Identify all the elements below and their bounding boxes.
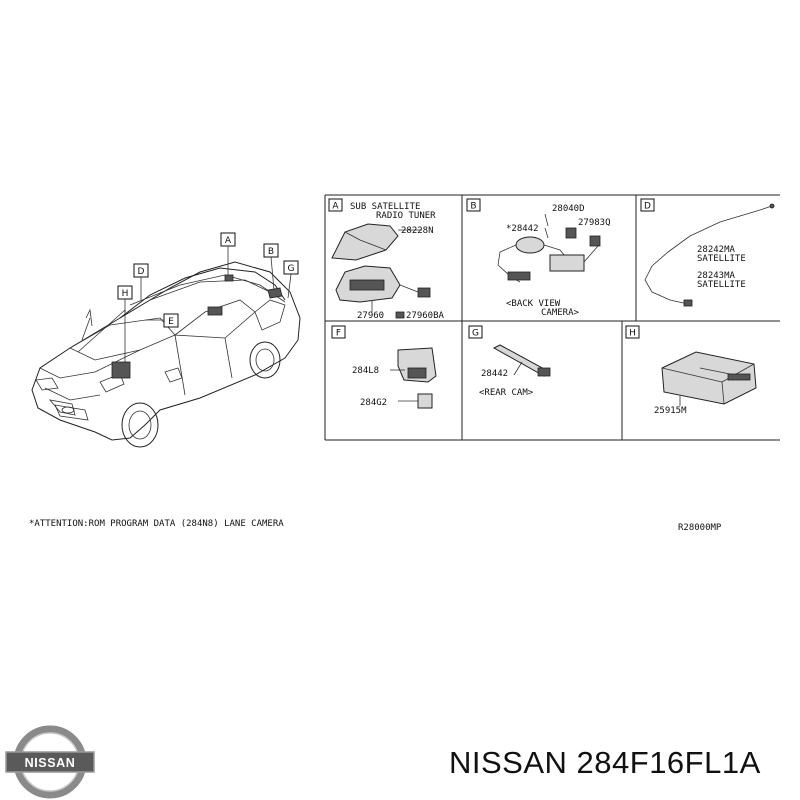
panel-h: H 25915M: [625, 325, 757, 416]
part-28040D: 28040D: [552, 204, 585, 214]
panel-a-title-1: SUB SATELLITE: [350, 202, 420, 212]
part-27960: 27960: [357, 311, 384, 321]
part-28243MA-sub: SATELLITE: [697, 280, 746, 290]
panel-d: D 28242MA SATELLITE 28243MA SATELLITE: [640, 198, 775, 307]
part-27960BA: 27960BA: [406, 311, 445, 321]
vehicle-illustration: [31, 261, 301, 448]
callout-e: E: [168, 317, 174, 327]
nissan-logo: NISSAN: [5, 725, 95, 799]
panel-b-caption-2: CAMERA>: [541, 308, 580, 318]
panel-h-letter: H: [629, 329, 636, 339]
part-25915M: 25915M: [654, 406, 687, 416]
part-28242MA-sub: SATELLITE: [697, 254, 746, 264]
panel-g-caption: <REAR CAM>: [479, 388, 534, 398]
part-28243MA: 28243MA: [697, 271, 736, 281]
part-28228N: 28228N: [401, 226, 434, 236]
control-unit: [661, 351, 757, 405]
part-28442-g: 28442: [481, 369, 508, 379]
panel-g: G 28442 <REAR CAM>: [468, 325, 551, 398]
diagram-code: R28000MP: [678, 523, 722, 533]
panel-b-caption-1: <BACK VIEW: [506, 299, 561, 309]
panel-a-letter: A: [332, 202, 339, 212]
callout-a: A: [225, 236, 232, 246]
panel-b-letter: B: [470, 202, 476, 212]
panel-grid: [324, 194, 780, 441]
camera-bracket: [397, 347, 437, 383]
panel-d-letter: D: [644, 202, 651, 212]
logo-text: NISSAN: [25, 756, 76, 770]
part-number: NISSAN 284F16FL1A: [449, 745, 761, 780]
panel-g-letter: G: [472, 329, 479, 339]
part-27983Q: 27983Q: [578, 218, 611, 228]
part-28242MA: 28242MA: [697, 245, 736, 255]
car-callouts: A B G D H E: [117, 232, 299, 328]
callout-d: D: [138, 267, 145, 277]
panel-f-letter: F: [336, 329, 341, 339]
part-284L8: 284L8: [352, 366, 379, 376]
panel-a: A SUB SATELLITE RADIO TUNER 28228N 27960…: [328, 198, 445, 321]
part-284G2: 284G2: [360, 398, 387, 408]
satellite-antenna-cable: [644, 205, 773, 305]
callout-g: G: [288, 264, 295, 274]
panel-a-title-2: RADIO TUNER: [376, 211, 436, 221]
callout-b: B: [268, 247, 274, 257]
attention-note: *ATTENTION:ROM PROGRAM DATA (284N8) LANE…: [29, 519, 284, 529]
callout-h: H: [122, 289, 129, 299]
panel-f: F 284L8 284G2: [331, 325, 437, 409]
panel-b: B 28040D *28442 27983Q <BACK VIEW CAMERA…: [466, 198, 611, 318]
part-28442-b: *28442: [506, 224, 539, 234]
